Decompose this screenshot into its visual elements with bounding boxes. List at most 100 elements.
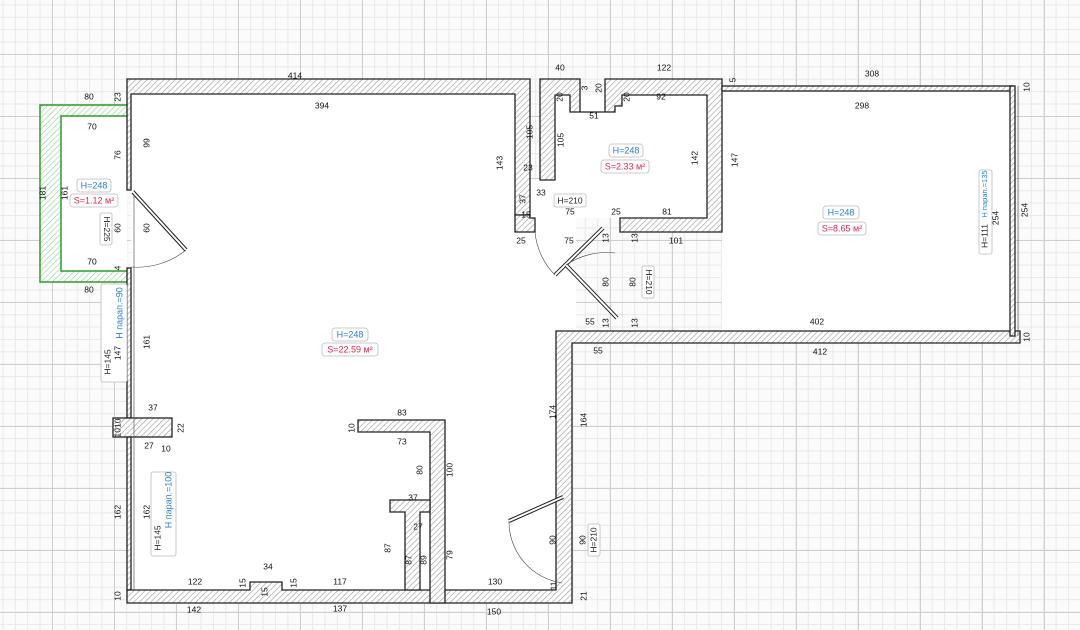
bath-door-tag[interactable]: H=210 — [553, 193, 587, 208]
bathroom-door[interactable] — [534, 226, 605, 277]
door-height: H=210 — [644, 269, 654, 295]
dimension-label: 402 — [810, 316, 824, 326]
dimension-label: 92 — [656, 91, 666, 101]
closet-floor[interactable] — [61, 116, 127, 271]
window-parapet: H парап.=100 — [163, 472, 173, 529]
dimension-label: 90 — [577, 535, 587, 545]
room-height: H=248 — [613, 145, 640, 155]
dimension-label: 15 — [521, 209, 531, 219]
hall-door-tag[interactable]: H=210 — [641, 265, 655, 299]
dimension-label: 13 — [600, 318, 610, 328]
dimension-label: 10 — [1021, 332, 1031, 342]
dimension-label: 10 — [161, 443, 171, 453]
dimension-label: 105 — [555, 133, 565, 147]
window-height: H=145 — [102, 349, 112, 375]
dimension-label: 27 — [413, 521, 423, 531]
dimension-label: 55 — [593, 345, 603, 355]
dimension-label: 51 — [589, 110, 599, 120]
dimension-label: 60 — [141, 223, 151, 233]
entry-door[interactable] — [508, 495, 564, 584]
closet-tag[interactable]: H=248 S=1.12 м² — [69, 178, 119, 208]
room-height: H=248 — [337, 329, 364, 339]
dimension-label: 37 — [148, 402, 158, 412]
dimension-label: 3 — [579, 85, 589, 90]
closet-door-tag[interactable]: H=225 — [99, 212, 113, 246]
wall-top-left — [126, 78, 531, 216]
dimension-label: 20 — [554, 92, 564, 102]
window-left-bottom-tag[interactable]: H=145 H парап.=100 — [150, 471, 177, 557]
dimension-label: 81 — [662, 206, 672, 216]
dimension-label: 117 — [333, 576, 347, 586]
dimension-label: 10 — [346, 423, 356, 433]
dimension-label: 100 — [444, 463, 454, 477]
dimension-label: 298 — [855, 100, 869, 110]
window-right-tag[interactable]: H=111 H парап.=135 — [978, 169, 993, 255]
dimension-label: 161 — [141, 335, 151, 349]
bathroom-tag[interactable]: H=248 S=2.33 м² — [600, 143, 650, 174]
dimension-label: 34 — [263, 561, 273, 571]
dimension-label: 137 — [333, 603, 347, 613]
dimension-label: 308 — [865, 68, 879, 78]
dimension-label: 76 — [112, 150, 122, 160]
dimension-label: 162 — [141, 505, 151, 519]
dimension-label: 75 — [565, 206, 575, 216]
dimension-label: 105 — [524, 125, 534, 139]
dimension-label: 142 — [689, 151, 699, 165]
wall-partition — [357, 419, 446, 604]
room-area: S=8.65 м² — [822, 223, 862, 233]
dimension-label: 21 — [578, 591, 588, 601]
entry-door-tag[interactable]: H=210 — [587, 523, 601, 557]
door-height: H=210 — [557, 195, 583, 205]
dimension-label: 87 — [382, 543, 392, 553]
dimension-label: 73 — [397, 436, 407, 446]
dimension-label: 254 — [1019, 203, 1029, 217]
dimension-label: 27 — [144, 440, 154, 450]
dimension-label: 55 — [585, 316, 595, 326]
dimension-label: 101 — [669, 235, 683, 245]
dimension-label: 143 — [494, 156, 504, 170]
room-height: H=248 — [828, 207, 855, 217]
hall-floor-lower[interactable] — [430, 232, 570, 592]
room-area: S=1.12 м² — [74, 195, 114, 205]
wall-balcony-right — [1009, 85, 1016, 337]
dimension-label: 20 — [621, 92, 631, 102]
dimension-label: 4 — [112, 265, 122, 270]
dimension-label: 80 — [600, 277, 610, 287]
dimension-label: 13 — [629, 233, 639, 243]
door-height: H=225 — [102, 216, 112, 242]
balcony-floor[interactable] — [722, 92, 1012, 332]
dimension-label: 13 — [600, 233, 610, 243]
dimension-label: 1010 — [112, 418, 122, 437]
dimension-label: 15 — [237, 578, 247, 588]
dimension-label: 254 — [990, 211, 1000, 225]
dimension-label: 80 — [414, 465, 424, 475]
dimension-label: 164 — [578, 413, 588, 427]
wall-bottom-right — [126, 330, 1021, 604]
dimension-label: 70 — [87, 256, 97, 266]
dimension-label: 414 — [288, 70, 302, 80]
dimension-label: 25 — [611, 206, 621, 216]
dimension-label: 10 — [1021, 82, 1031, 92]
dimension-label: 161 — [59, 186, 69, 200]
wall-bathroom — [539, 78, 723, 233]
doors — [130, 190, 619, 584]
closet-door[interactable] — [130, 190, 188, 268]
dimension-label: 79 — [444, 550, 454, 560]
balcony-tag[interactable]: H=248 S=8.65 м² — [817, 205, 867, 236]
dimension-label: 10 — [112, 591, 122, 601]
dimension-label: 15 — [288, 578, 298, 588]
dimension-label: 412 — [813, 346, 827, 356]
wall-partition-inner — [389, 499, 431, 591]
window-left-top-tag[interactable]: H=145 H парап.=90 — [100, 283, 128, 383]
dimension-label: 90 — [547, 535, 557, 545]
dimension-label: 23 — [112, 92, 122, 102]
dimension-label: 142 — [187, 604, 201, 614]
wall-bath-stub — [514, 214, 536, 233]
hall-door[interactable] — [564, 252, 619, 320]
dimension-label: 11 — [548, 581, 558, 590]
main-room-tag[interactable]: H=248 S=22.59 м² — [321, 327, 379, 357]
room-area: S=22.59 м² — [327, 344, 372, 354]
